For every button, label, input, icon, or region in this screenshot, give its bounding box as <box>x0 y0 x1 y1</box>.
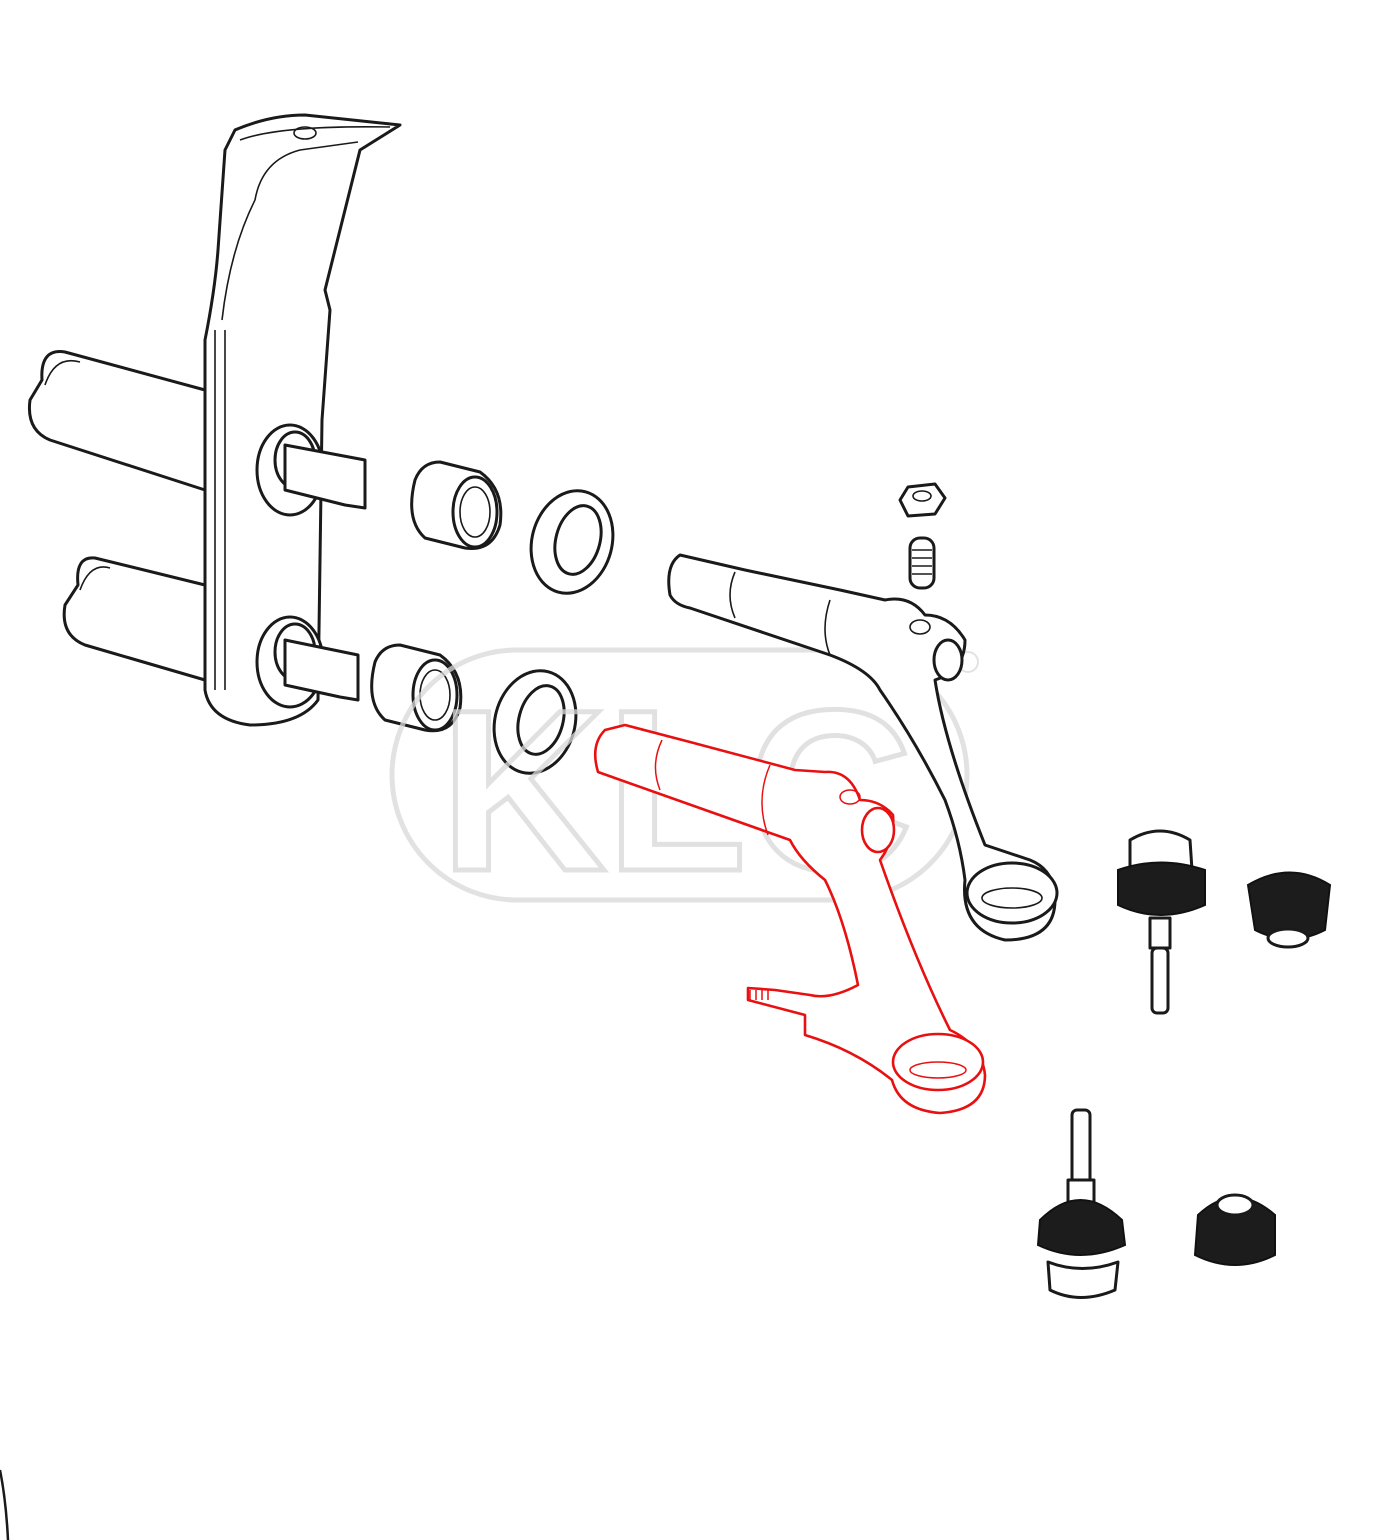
upper-seal <box>529 489 615 595</box>
lower-trailing-arm-highlighted <box>593 723 987 1115</box>
upper-ball-joint-boot <box>1246 871 1332 949</box>
axle-side-plate <box>203 113 402 727</box>
upper-needle-bearing <box>410 460 503 551</box>
upper-ball-joint <box>1117 829 1206 1015</box>
upper-axle-tube <box>27 350 207 492</box>
lower-trailing-arm-bushing-spline <box>255 615 360 709</box>
lower-axle-tube <box>62 556 207 682</box>
edge-line <box>0 1469 10 1540</box>
lower-needle-bearing <box>370 643 463 733</box>
lower-ball-joint-boot <box>1193 1193 1276 1266</box>
grub-screw <box>908 536 936 590</box>
lock-nut <box>898 482 947 518</box>
lower-ball-joint <box>1036 1108 1127 1299</box>
lower-seal <box>492 669 578 775</box>
upper-trailing-arm <box>667 553 1059 942</box>
upper-trailing-arm-bushing-spline <box>255 423 367 517</box>
